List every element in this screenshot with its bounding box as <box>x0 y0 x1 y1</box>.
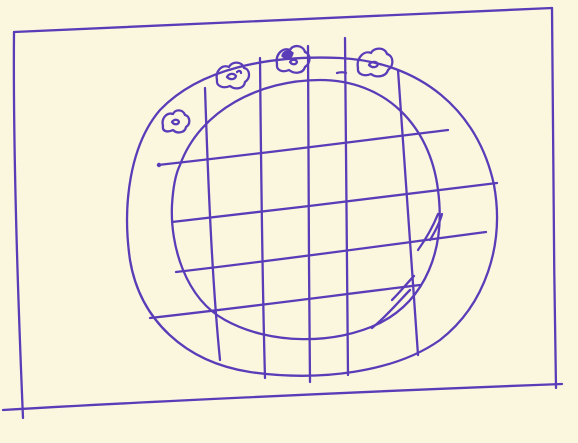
frame-left-edge <box>14 32 23 418</box>
shading-stroke <box>372 290 410 328</box>
rectangular-frame <box>3 8 562 418</box>
vertical-line <box>308 46 310 382</box>
flower-icon <box>163 110 190 132</box>
horizontal-line <box>172 183 497 222</box>
horizontal-grid-lines <box>150 130 497 318</box>
horizontal-line <box>150 285 420 318</box>
vertical-line <box>260 58 265 378</box>
ink-dot <box>157 163 161 167</box>
flower-icon <box>358 49 393 77</box>
vertical-line <box>345 38 348 375</box>
vertical-line <box>398 70 418 355</box>
flower-icon <box>217 63 249 89</box>
vertical-grid-lines <box>205 38 418 382</box>
horizontal-line <box>176 232 486 272</box>
frame-right-edge <box>552 8 556 388</box>
ink-tick <box>337 72 346 73</box>
frame-top-edge <box>14 8 552 32</box>
vertical-line <box>205 88 220 360</box>
cell-icons <box>163 46 393 132</box>
frame-bottom-edge <box>3 384 562 410</box>
